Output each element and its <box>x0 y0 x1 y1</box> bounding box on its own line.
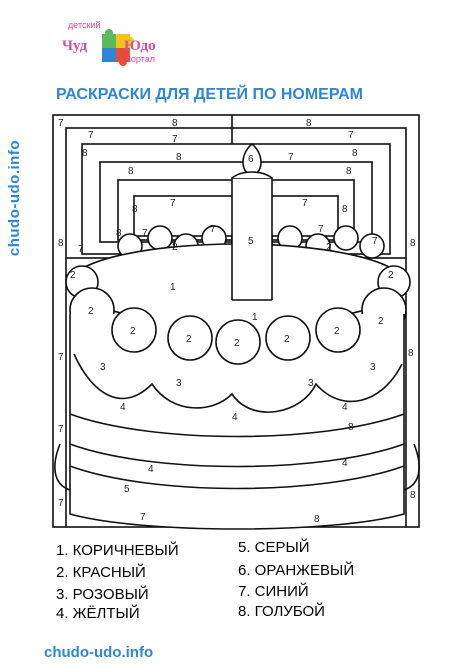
legend-item: 4. ЖЁЛТЫЙ <box>56 605 140 622</box>
region-num: 2 <box>326 242 332 253</box>
region-num: 3 <box>100 362 106 373</box>
region-num: 3 <box>176 378 182 389</box>
puzzle-logo-icon <box>102 29 134 66</box>
region-num: 3 <box>308 378 314 389</box>
region-num: 4 <box>148 464 154 475</box>
region-num: 2 <box>130 326 136 337</box>
region-num: 5 <box>248 236 254 247</box>
bottom-site-url[interactable]: chudo-udo.info <box>44 644 154 661</box>
legend-item: 8. ГОЛУБОЙ <box>238 603 325 620</box>
logo-left-word: Чуд <box>62 38 88 54</box>
legend-item: 2. КРАСНЫЙ <box>56 564 146 581</box>
legend-item: 6. ОРАНЖЕВЫЙ <box>238 562 355 579</box>
region-num: 7 <box>348 130 354 141</box>
region-num: 7 <box>58 498 64 509</box>
page-title: РАСКРАСКИ ДЛЯ ДЕТЕЙ ПО НОМЕРАМ <box>56 86 363 103</box>
region-num: 7 <box>172 134 178 145</box>
region-num: 8 <box>58 238 64 249</box>
cake-body <box>69 314 405 530</box>
region-num: 2 <box>284 334 290 345</box>
region-num: 8 <box>342 204 348 215</box>
region-num: 8 <box>172 118 178 129</box>
region-num: 7 <box>302 198 308 209</box>
legend-item: 5. СЕРЫЙ <box>238 539 310 556</box>
region-num: 2 <box>388 270 394 281</box>
region-num: 8 <box>82 148 88 159</box>
region-num: 7 <box>140 512 146 523</box>
side-site-url[interactable]: chudo-udo.info <box>6 140 23 257</box>
region-num: 8 <box>132 204 138 215</box>
region-num: 4 <box>342 402 348 413</box>
region-num: 7 <box>58 424 64 435</box>
region-num: 2 <box>234 338 240 349</box>
region-num: 8 <box>314 514 320 525</box>
region-num: 7 <box>142 228 148 239</box>
region-num: 8 <box>348 422 354 433</box>
region-num: 8 <box>306 118 312 129</box>
cake-coloring-picture: 7 8 8 7 7 7 8 8 6 8 7 8 8 7 7 8 8 8 7 7 … <box>52 114 420 530</box>
region-num: 8 <box>410 490 416 501</box>
region-num: 2 <box>378 316 384 327</box>
logo-right-word: Юдо <box>124 38 156 54</box>
logo-top-word: детский <box>68 20 101 30</box>
region-num: 8 <box>346 166 352 177</box>
legend-item: 3. РОЗОВЫЙ <box>56 586 149 603</box>
region-num: 7 <box>88 130 94 141</box>
region-num: 7 <box>58 352 64 363</box>
region-num: 7 <box>210 224 216 235</box>
legend-item: 1. КОРИЧНЕВЫЙ <box>56 542 179 559</box>
region-num: 2 <box>334 326 340 337</box>
region-num: 2 <box>88 306 94 317</box>
region-num: 7 <box>288 152 294 163</box>
site-logo[interactable]: детский Чуд Юдо портал <box>62 8 182 66</box>
region-num: 8 <box>352 148 358 159</box>
region-num: 2 <box>172 242 178 253</box>
region-num: 6 <box>248 154 254 165</box>
region-num: 8 <box>410 238 416 249</box>
region-num: 8 <box>116 228 122 239</box>
region-num: 7 <box>372 236 378 247</box>
region-num: 4 <box>342 458 348 469</box>
region-num: 8 <box>408 348 414 359</box>
region-num: 2 <box>186 334 192 345</box>
region-num: 1 <box>170 282 176 293</box>
region-num: 3 <box>370 362 376 373</box>
region-num: 7 <box>78 244 84 255</box>
region-num: 2 <box>70 270 76 281</box>
region-num: 4 <box>120 402 126 413</box>
region-num: 4 <box>232 412 238 423</box>
legend-item: 7. СИНИЙ <box>238 583 309 600</box>
region-num: 1 <box>252 312 258 323</box>
region-num: 8 <box>128 166 134 177</box>
logo-bottom-word: портал <box>126 54 155 64</box>
region-num: 8 <box>176 152 182 163</box>
region-num: 5 <box>124 484 130 495</box>
region-num: 7 <box>58 118 64 129</box>
region-num: 7 <box>318 224 324 235</box>
region-num: 7 <box>170 198 176 209</box>
